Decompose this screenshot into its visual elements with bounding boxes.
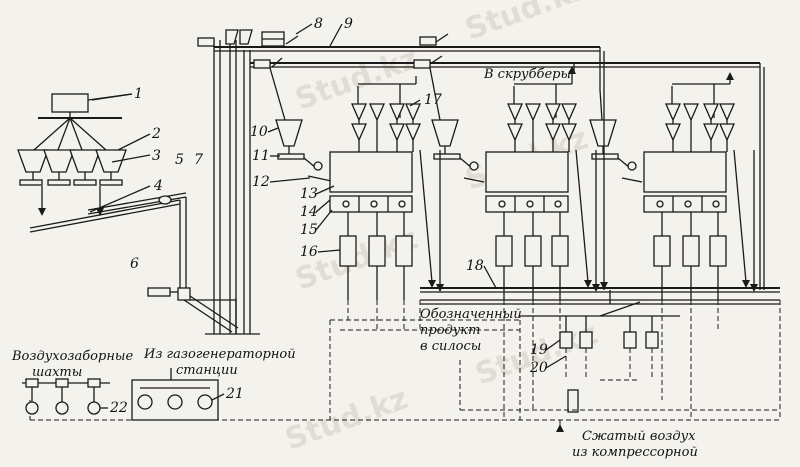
belt-conveyor bbox=[29, 185, 187, 292]
leader-lines bbox=[91, 23, 567, 409]
callout-numbers: 1 2 3 4 5 6 7 8 9 10 11 12 13 14 15 16 1… bbox=[109, 16, 548, 416]
callout-11: 11 bbox=[252, 148, 270, 164]
callout-2: 2 bbox=[151, 126, 161, 142]
callout-4: 4 bbox=[153, 178, 163, 194]
gas-station-label-1: Из газогенераторной bbox=[143, 347, 296, 362]
section-1 bbox=[269, 67, 436, 330]
collector-pipes bbox=[420, 90, 780, 305]
air-intake-label-2: шахты bbox=[32, 365, 82, 380]
callout-6: 6 bbox=[130, 256, 139, 272]
to-scrubbers-label: В скрубберы bbox=[483, 67, 571, 82]
callout-5: 5 bbox=[175, 152, 184, 168]
callout-21: 21 bbox=[225, 386, 244, 402]
bunker-row bbox=[17, 117, 151, 216]
callout-3: 3 bbox=[152, 148, 161, 164]
callout-7: 7 bbox=[194, 152, 203, 168]
callout-13: 13 bbox=[300, 186, 318, 202]
scrubber-exhausts bbox=[415, 66, 734, 84]
watermark: Stud.kz bbox=[281, 381, 413, 458]
callout-9: 9 bbox=[344, 16, 353, 32]
callout-17: 17 bbox=[424, 92, 442, 108]
callout-18: 18 bbox=[466, 258, 484, 274]
air-intake-label-1: Воздухозаборные bbox=[11, 349, 133, 364]
enriched-product-label-3: в силосы bbox=[420, 339, 481, 354]
gas-blowers bbox=[131, 368, 219, 421]
callout-14: 14 bbox=[300, 204, 318, 220]
compressed-air-label-1: Сжатый воздух bbox=[582, 429, 696, 444]
section-3 bbox=[589, 83, 750, 420]
section-2 bbox=[429, 67, 592, 420]
callout-15: 15 bbox=[300, 222, 318, 238]
enriched-product-label-2: продукт bbox=[420, 323, 480, 338]
top-header bbox=[197, 29, 765, 290]
callout-12: 12 bbox=[252, 174, 270, 190]
callout-19: 19 bbox=[530, 342, 548, 358]
callout-20: 20 bbox=[529, 360, 548, 376]
vertical-pipes bbox=[190, 40, 260, 335]
callout-8: 8 bbox=[314, 16, 323, 32]
callout-16: 16 bbox=[300, 244, 318, 260]
gas-station-label-2: станции bbox=[176, 363, 238, 378]
air-intake-blowers bbox=[22, 378, 110, 415]
pneumatic-lift bbox=[147, 287, 239, 333]
callout-22: 22 bbox=[109, 400, 128, 416]
crusher-unit bbox=[38, 93, 133, 119]
enriched-product-label-1: Обозначенный bbox=[420, 307, 522, 322]
compressed-air-label-2: из компрессорной bbox=[572, 445, 698, 460]
receivers bbox=[520, 301, 680, 413]
watermark: Stud.kz bbox=[461, 0, 593, 48]
callout-10: 10 bbox=[250, 124, 268, 140]
callout-1: 1 bbox=[134, 86, 143, 102]
